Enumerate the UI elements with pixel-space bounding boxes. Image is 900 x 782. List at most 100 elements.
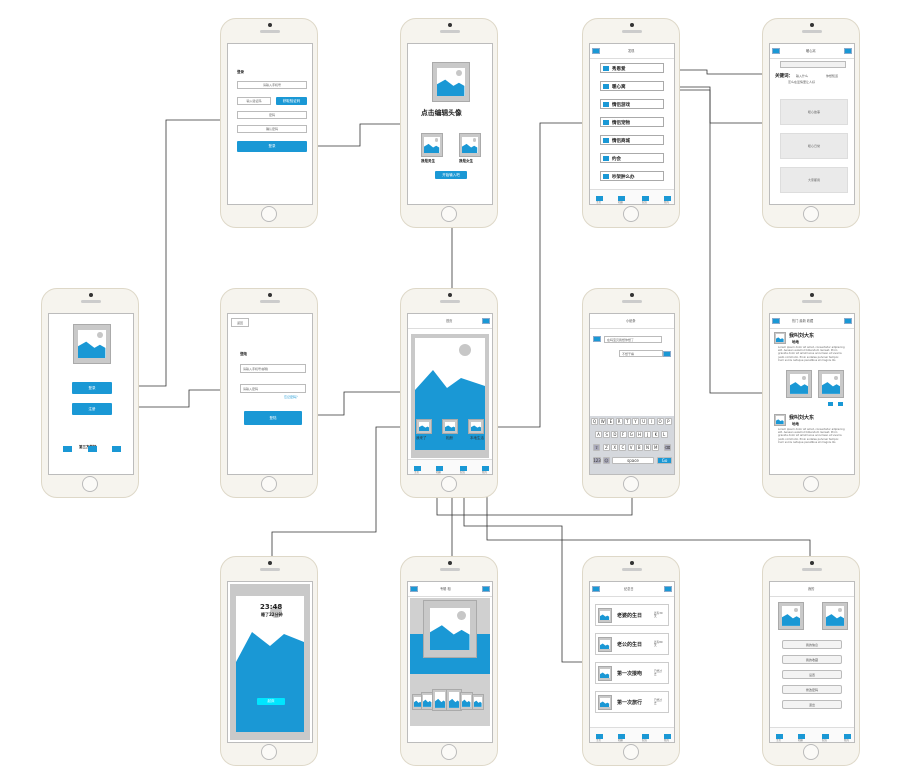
phone-input[interactable]: 请输入手机号 <box>237 81 307 89</box>
home-button[interactable] <box>261 206 277 222</box>
tab-album-icon[interactable] <box>618 734 625 739</box>
anniversary-row-3[interactable]: 第一次接吻 已经过去 <box>595 662 669 684</box>
home-button[interactable] <box>803 206 819 222</box>
key-u[interactable]: U <box>640 418 648 425</box>
tab-memorial-icon[interactable] <box>822 734 829 739</box>
home-btn-icon-2[interactable] <box>442 419 458 434</box>
login-button[interactable]: 登录 <box>72 382 112 394</box>
album-thumb-6[interactable] <box>472 694 484 710</box>
profile-option-1[interactable]: 我的信息 <box>782 640 842 649</box>
login-submit-button[interactable]: 登录 <box>237 141 307 152</box>
header-left-icon[interactable] <box>592 48 600 54</box>
key-s[interactable]: S <box>603 431 611 438</box>
male-image-placeholder[interactable] <box>421 133 443 157</box>
tab-profile-icon[interactable] <box>844 734 851 739</box>
menu-item-2[interactable]: 暖心窝 <box>600 81 664 91</box>
key-l[interactable]: L <box>660 431 668 438</box>
password-input[interactable]: 请输入密码 <box>240 384 306 393</box>
key-g[interactable]: G <box>627 431 635 438</box>
numbers-key[interactable]: 123 <box>593 457 601 464</box>
home-button[interactable] <box>441 744 457 760</box>
third-party-icon-1[interactable] <box>63 446 72 452</box>
home-button[interactable] <box>261 744 277 760</box>
wake-button[interactable]: 起床 <box>257 698 285 705</box>
key-b[interactable]: B <box>635 444 643 451</box>
key-k[interactable]: K <box>652 431 660 438</box>
profile-avatar-2[interactable] <box>822 602 848 630</box>
menu-item-3[interactable]: 情侣游戏 <box>600 99 664 109</box>
key-n[interactable]: N <box>644 444 651 451</box>
key-m[interactable]: M <box>652 444 660 451</box>
code-input[interactable]: 输入验证码 <box>237 97 271 105</box>
key-e[interactable]: E <box>607 418 615 425</box>
female-image-placeholder[interactable] <box>459 133 481 157</box>
next-button[interactable]: 开始输入吧 <box>435 171 467 179</box>
register-submit-button[interactable]: 登陆 <box>244 411 302 425</box>
key-c[interactable]: C <box>619 444 627 451</box>
go-key[interactable]: Go <box>657 457 672 464</box>
comment-icon[interactable] <box>838 402 843 406</box>
keyword-card-3[interactable]: 大家都用 <box>780 167 848 193</box>
profile-option-2[interactable]: 我的收藏 <box>782 655 842 664</box>
home-button[interactable] <box>623 476 639 492</box>
menu-item-5[interactable]: 情侣商城 <box>600 135 664 145</box>
key-j[interactable]: J <box>644 431 652 438</box>
key-a[interactable]: A <box>595 431 602 438</box>
tab-album-icon[interactable] <box>798 734 805 739</box>
forgot-password-link[interactable]: 忘记密码？ <box>284 395 300 399</box>
tab-home-icon[interactable] <box>596 196 603 201</box>
key-i[interactable]: I <box>648 418 656 425</box>
backspace-key[interactable]: ⌫ <box>664 444 671 451</box>
post-avatar-2[interactable] <box>774 414 786 426</box>
phone-email-input[interactable]: 请输入手机号/邮箱 <box>240 364 306 373</box>
key-y[interactable]: Y <box>632 418 639 425</box>
anniversary-row-2[interactable]: 老公的生日 还有80天 <box>595 633 669 655</box>
header-left-icon[interactable] <box>772 318 780 324</box>
home-button[interactable] <box>623 744 639 760</box>
home-button[interactable] <box>803 744 819 760</box>
header-left-icon[interactable] <box>772 48 780 54</box>
tab-memorial-icon[interactable] <box>460 466 467 471</box>
menu-item-4[interactable]: 情侣宠物 <box>600 117 664 127</box>
shift-key[interactable]: ⇧ <box>593 444 600 451</box>
tab-home-icon[interactable] <box>414 466 421 471</box>
key-t[interactable]: T <box>623 418 631 425</box>
key-o[interactable]: O <box>656 418 664 425</box>
post-image-2[interactable] <box>818 370 844 398</box>
key-x[interactable]: X <box>611 444 619 451</box>
keyword-search-input[interactable] <box>780 61 846 68</box>
home-button[interactable] <box>82 476 98 492</box>
keyword-card-1[interactable]: 暖心故事 <box>780 99 848 125</box>
key-h[interactable]: H <box>636 431 643 438</box>
tab-profile-icon[interactable] <box>482 466 489 471</box>
password-input[interactable]: 密码 <box>237 111 307 119</box>
keyword-card-2[interactable]: 暖心日常 <box>780 133 848 159</box>
profile-avatar-1[interactable] <box>778 602 804 630</box>
album-thumb-4[interactable] <box>446 689 462 711</box>
space-key[interactable]: space <box>612 457 654 464</box>
post-image-1[interactable] <box>786 370 812 398</box>
anniversary-row-4[interactable]: 第一次旅行 已经过去 <box>595 691 669 713</box>
tab-memorial-icon[interactable] <box>642 734 649 739</box>
home-button[interactable] <box>441 206 457 222</box>
key-z[interactable]: Z <box>603 444 610 451</box>
header-right-icon[interactable] <box>844 48 852 54</box>
tab-home-icon[interactable] <box>776 734 783 739</box>
home-button[interactable] <box>441 476 457 492</box>
home-button[interactable] <box>623 206 639 222</box>
avatar-image-placeholder[interactable] <box>432 62 470 102</box>
tab-memorial-icon[interactable] <box>642 196 649 201</box>
profile-option-4[interactable]: 修改密码 <box>782 685 842 694</box>
profile-option-5[interactable]: 退出 <box>782 700 842 709</box>
keyword-1[interactable]: 输入什么 <box>796 74 809 78</box>
key-v[interactable]: V <box>627 444 635 451</box>
profile-option-3[interactable]: 设置 <box>782 670 842 679</box>
confirm-password-input[interactable]: 确认密码 <box>237 125 307 133</box>
header-right-icon[interactable] <box>664 586 672 592</box>
menu-item-6[interactable]: 约会 <box>600 153 664 163</box>
header-left-icon[interactable] <box>410 586 418 592</box>
home-btn-icon-1[interactable] <box>416 419 432 434</box>
register-button[interactable]: 注册 <box>72 403 112 415</box>
keyword-2[interactable]: 你想知道 <box>826 74 839 78</box>
get-code-button[interactable]: 获取验证码 <box>276 97 307 105</box>
